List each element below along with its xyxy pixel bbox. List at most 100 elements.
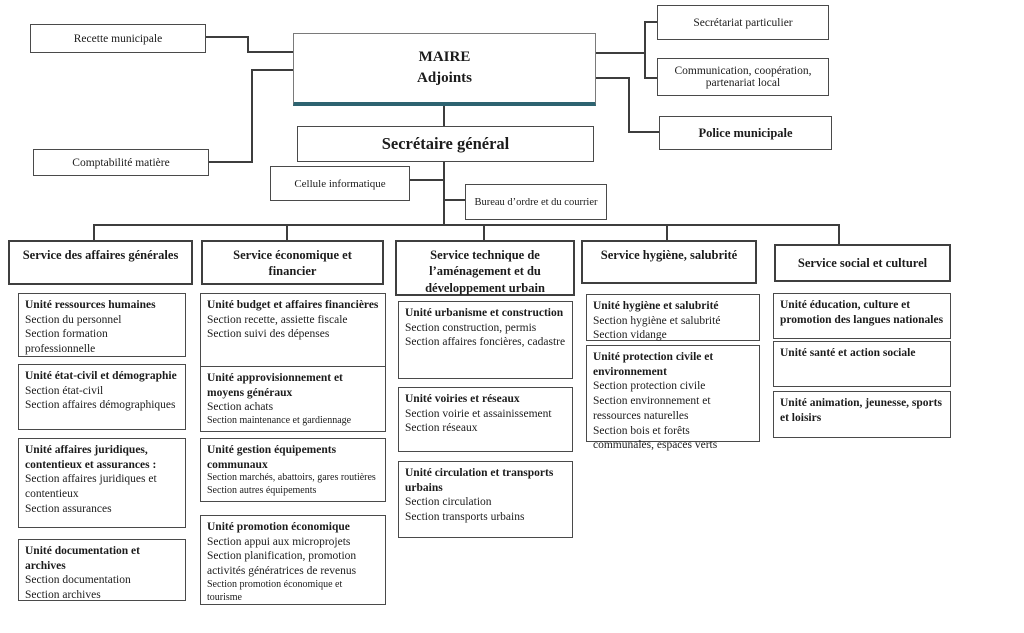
service-label: Service économique et financier [233, 248, 352, 279]
section-label: Section archives [25, 589, 101, 602]
connector-line [209, 161, 253, 163]
unit-sante-action-sociale: Unité santé et action sociale [773, 341, 951, 387]
section-label: Section circulation [405, 496, 492, 509]
box-label: Communication, coopération, partenariat … [674, 65, 812, 89]
connector-line [445, 199, 465, 201]
connector-line [443, 106, 445, 126]
box-label: Secrétariat particulier [693, 16, 793, 29]
connector-line [443, 162, 445, 226]
connector-line [286, 224, 288, 240]
section-label: Section bois et forêts communales, espac… [593, 424, 718, 452]
service-social-culturel: Service social et culturel [774, 244, 951, 282]
unit-title: Unité affaires juridiques, contentieux e… [25, 444, 157, 471]
maire-title: MAIRE [418, 49, 471, 65]
connector-line [644, 77, 657, 79]
section-label: Section voirie et assainissement [405, 407, 552, 420]
section-label: Section marchés, abattoirs, gares routiè… [207, 472, 376, 484]
section-label: Section environnement et ressources natu… [593, 395, 711, 422]
section-label: Section transports urbains [405, 511, 525, 524]
section-label: Section documentation [25, 574, 131, 587]
service-affaires-generales: Service des affaires générales [8, 240, 193, 285]
connector-line [596, 52, 646, 54]
unit-title: Unité voiries et réseaux [405, 393, 520, 405]
unit-title: Unité approvisionnement et moyens généra… [207, 372, 343, 399]
service-label: Service hygiène, salubrité [600, 248, 738, 262]
section-label: Section recette, assiette fiscale [207, 313, 348, 326]
section-label: Section achats [207, 401, 274, 414]
box-label: Police municipale [698, 125, 793, 140]
unit-protection-civile-environnement: Unité protection civile et environnement… [586, 345, 760, 451]
connector-line [483, 224, 485, 240]
box-label: Secrétaire général [381, 134, 510, 153]
connector-line [251, 69, 293, 71]
unit-title: Unité hygiène et salubrité [593, 300, 719, 312]
connector-line [251, 69, 253, 163]
box-recette-municipale: Recette municipale [30, 24, 206, 53]
unit-title: Unité documentation et archives [25, 545, 140, 572]
unit-title: Unité budget et affaires financières [207, 299, 379, 311]
section-label: Section réseaux [405, 422, 478, 435]
service-label: Service technique de l’aménagement et du… [425, 248, 545, 295]
connector-line [628, 77, 630, 133]
maire-subtitle: Adjoints [416, 70, 472, 86]
connector-line [838, 224, 840, 244]
unit-title: Unité état-civil et démographie [25, 370, 177, 382]
section-label: Section assurances [25, 502, 112, 515]
section-label: Section affaires démographiques [25, 399, 176, 412]
box-bureau-ordre-courrier: Bureau d’ordre et du courrier [465, 184, 607, 220]
box-police-municipale: Police municipale [659, 116, 832, 150]
unit-title: Unité protection civile et environnement [593, 351, 714, 378]
unit-title: Unité urbanisme et construction [405, 307, 564, 319]
unit-approvisionnement-moyens-generaux: Unité approvisionnement et moyens généra… [200, 366, 386, 432]
unit-affaires-juridiques: Unité affaires juridiques, contentieux e… [18, 438, 186, 528]
section-label: Section appui aux microprojets [207, 535, 351, 548]
section-label: Section planification, promotion activit… [207, 550, 357, 578]
section-label: Section construction, permis [405, 321, 537, 334]
box-cellule-informatique: Cellule informatique [270, 166, 410, 201]
section-label: Section affaires foncières, cadastre [405, 336, 566, 349]
section-label: Section autres équipements [207, 485, 317, 497]
section-label: Section maintenance et gardiennage [207, 415, 352, 427]
connector-rail [93, 224, 840, 226]
section-label: Section formation professionnelle [25, 328, 108, 356]
unit-animation-jeunesse-sports: Unité animation, jeunesse, sports et loi… [773, 391, 951, 438]
box-maire-adjoints: MAIRE Adjoints [293, 33, 596, 106]
box-label: Comptabilité matière [72, 156, 170, 169]
box-communication-cooperation: Communication, coopération, partenariat … [657, 58, 829, 96]
connector-line [247, 51, 293, 53]
service-economique-financier: Service économique et financier [201, 240, 384, 285]
connector-line [628, 131, 659, 133]
section-label: Section promotion économique et tourisme [207, 578, 343, 603]
box-secretaire-general: Secrétaire général [297, 126, 594, 162]
connector-line [206, 36, 249, 38]
box-comptabilite-matiere: Comptabilité matière [33, 149, 209, 176]
connector-line [666, 224, 668, 240]
connector-line [247, 36, 249, 53]
connector-line [410, 179, 443, 181]
service-hygiene-salubrite: Service hygiène, salubrité [581, 240, 757, 284]
service-technique-amenagement: Service technique de l’aménagement et du… [395, 240, 575, 296]
box-secretariat-particulier: Secrétariat particulier [657, 5, 829, 40]
maire-label-group: MAIRE Adjoints [417, 47, 472, 89]
unit-title: Unité ressources humaines [25, 299, 156, 311]
section-label: Section du personnel [25, 313, 122, 326]
connector-line [596, 77, 630, 79]
unit-education-culture-langues: Unité éducation, culture et promotion de… [773, 293, 951, 339]
section-label: Section état-civil [25, 384, 104, 397]
connector-line [644, 21, 646, 79]
connector-line [644, 21, 657, 23]
section-label: Section suivi des dépenses [207, 328, 330, 341]
connector-line [93, 224, 95, 240]
unit-title: Unité santé et action sociale [780, 347, 916, 359]
